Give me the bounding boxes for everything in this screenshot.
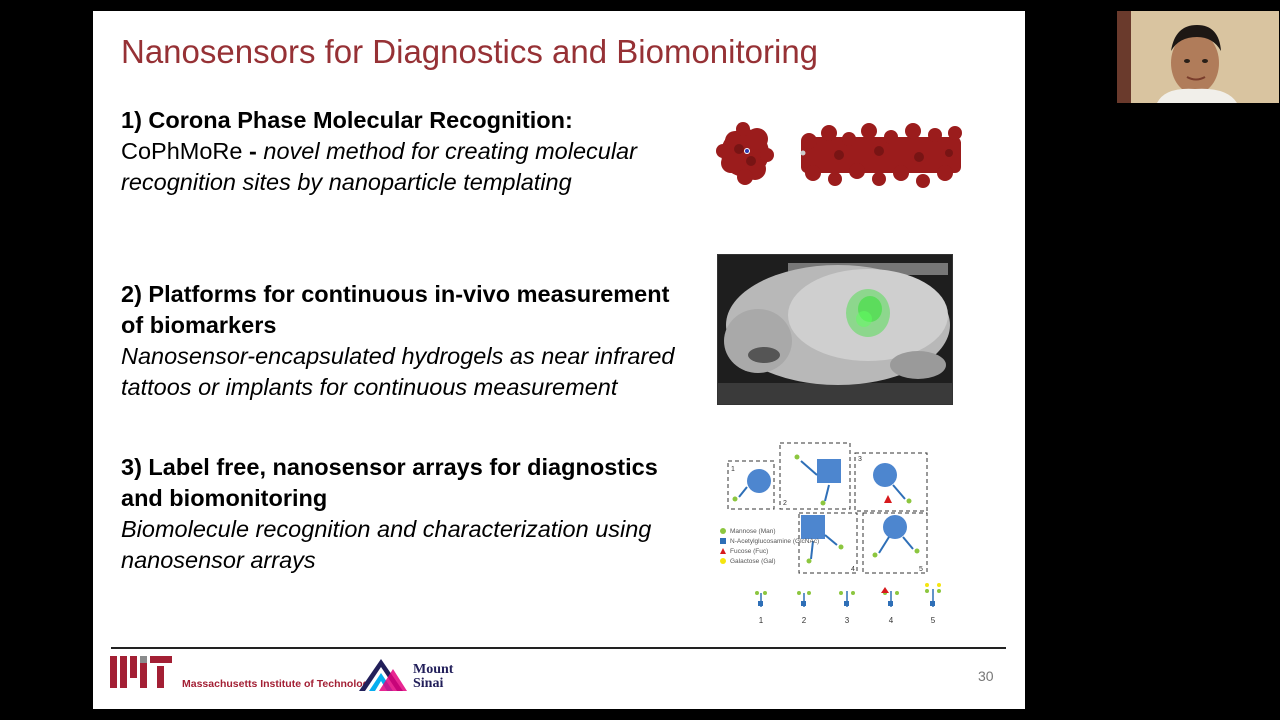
item-1-heading: 1) Corona Phase Molecular Recognition: xyxy=(121,107,573,133)
box-number-5: 5 xyxy=(919,566,923,573)
fucose-triangle-icon xyxy=(720,548,726,555)
legend-entry-glcnac: N-Acetylglucosamine (GlcNAc) xyxy=(720,537,819,547)
mount-sinai-logo xyxy=(359,659,407,691)
mount-sinai-wordmark: Mount Sinai xyxy=(413,662,454,691)
presentation-slide: Nanosensors for Diagnostics and Biomonit… xyxy=(93,11,1025,709)
item-1-lead: CoPhMoRe xyxy=(121,138,243,164)
structure-label-3: 3 xyxy=(845,616,850,625)
item-3-heading: 3) Label free, nanosensor arrays for dia… xyxy=(121,454,658,511)
box-number-3: 3 xyxy=(858,456,862,463)
item-1-separator: - xyxy=(242,138,264,164)
structure-label-5: 5 xyxy=(931,616,936,625)
mouse-fluorescence-image xyxy=(717,254,953,405)
structure-label-4: 4 xyxy=(889,616,894,625)
presenter-webcam-thumbnail xyxy=(1117,11,1279,103)
mannose-circle-icon xyxy=(720,528,726,535)
galactose-circle-icon xyxy=(720,558,726,565)
bullet-item-1: 1) Corona Phase Molecular Recognition: C… xyxy=(121,105,681,198)
legend-entry-fucose: Fucose (Fuc) xyxy=(720,547,819,557)
mit-institution-name: Massachusetts Institute of Technology xyxy=(182,678,375,690)
presenter-video-graphic xyxy=(1117,11,1279,103)
slide-page-number: 30 xyxy=(978,668,994,684)
protein-corona-image xyxy=(716,122,962,188)
glycan-array-diagram: 1 2 3 4 5 1 2 xyxy=(727,442,941,625)
structure-label-2: 2 xyxy=(802,616,807,625)
legend-entry-galactose: Galactose (Gal) xyxy=(720,557,819,567)
bullet-item-3: 3) Label free, nanosensor arrays for dia… xyxy=(121,452,681,576)
item-1-description: novel method for creating molecular reco… xyxy=(121,138,637,195)
item-2-heading: 2) Platforms for continuous in-vivo meas… xyxy=(121,281,670,338)
slide-title: Nanosensors for Diagnostics and Biomonit… xyxy=(121,33,819,70)
mit-logo xyxy=(110,656,172,688)
structure-label-1: 1 xyxy=(759,616,764,625)
bullet-item-2: 2) Platforms for continuous in-vivo meas… xyxy=(121,279,681,403)
legend-entry-mannose: Mannose (Man) xyxy=(720,527,819,537)
item-3-description: Biomolecule recognition and characteriza… xyxy=(121,516,652,573)
box-number-2: 2 xyxy=(783,500,787,507)
glycan-legend: Mannose (Man) N-Acetylglucosamine (GlcNA… xyxy=(720,527,819,567)
glcnac-square-icon xyxy=(720,538,726,545)
item-2-description: Nanosensor-encapsulated hydrogels as nea… xyxy=(121,343,675,400)
mouse-photo-graphic xyxy=(718,255,952,404)
footer-divider xyxy=(111,647,1006,649)
box-number-4: 4 xyxy=(851,566,855,573)
box-number-1: 1 xyxy=(731,466,735,473)
